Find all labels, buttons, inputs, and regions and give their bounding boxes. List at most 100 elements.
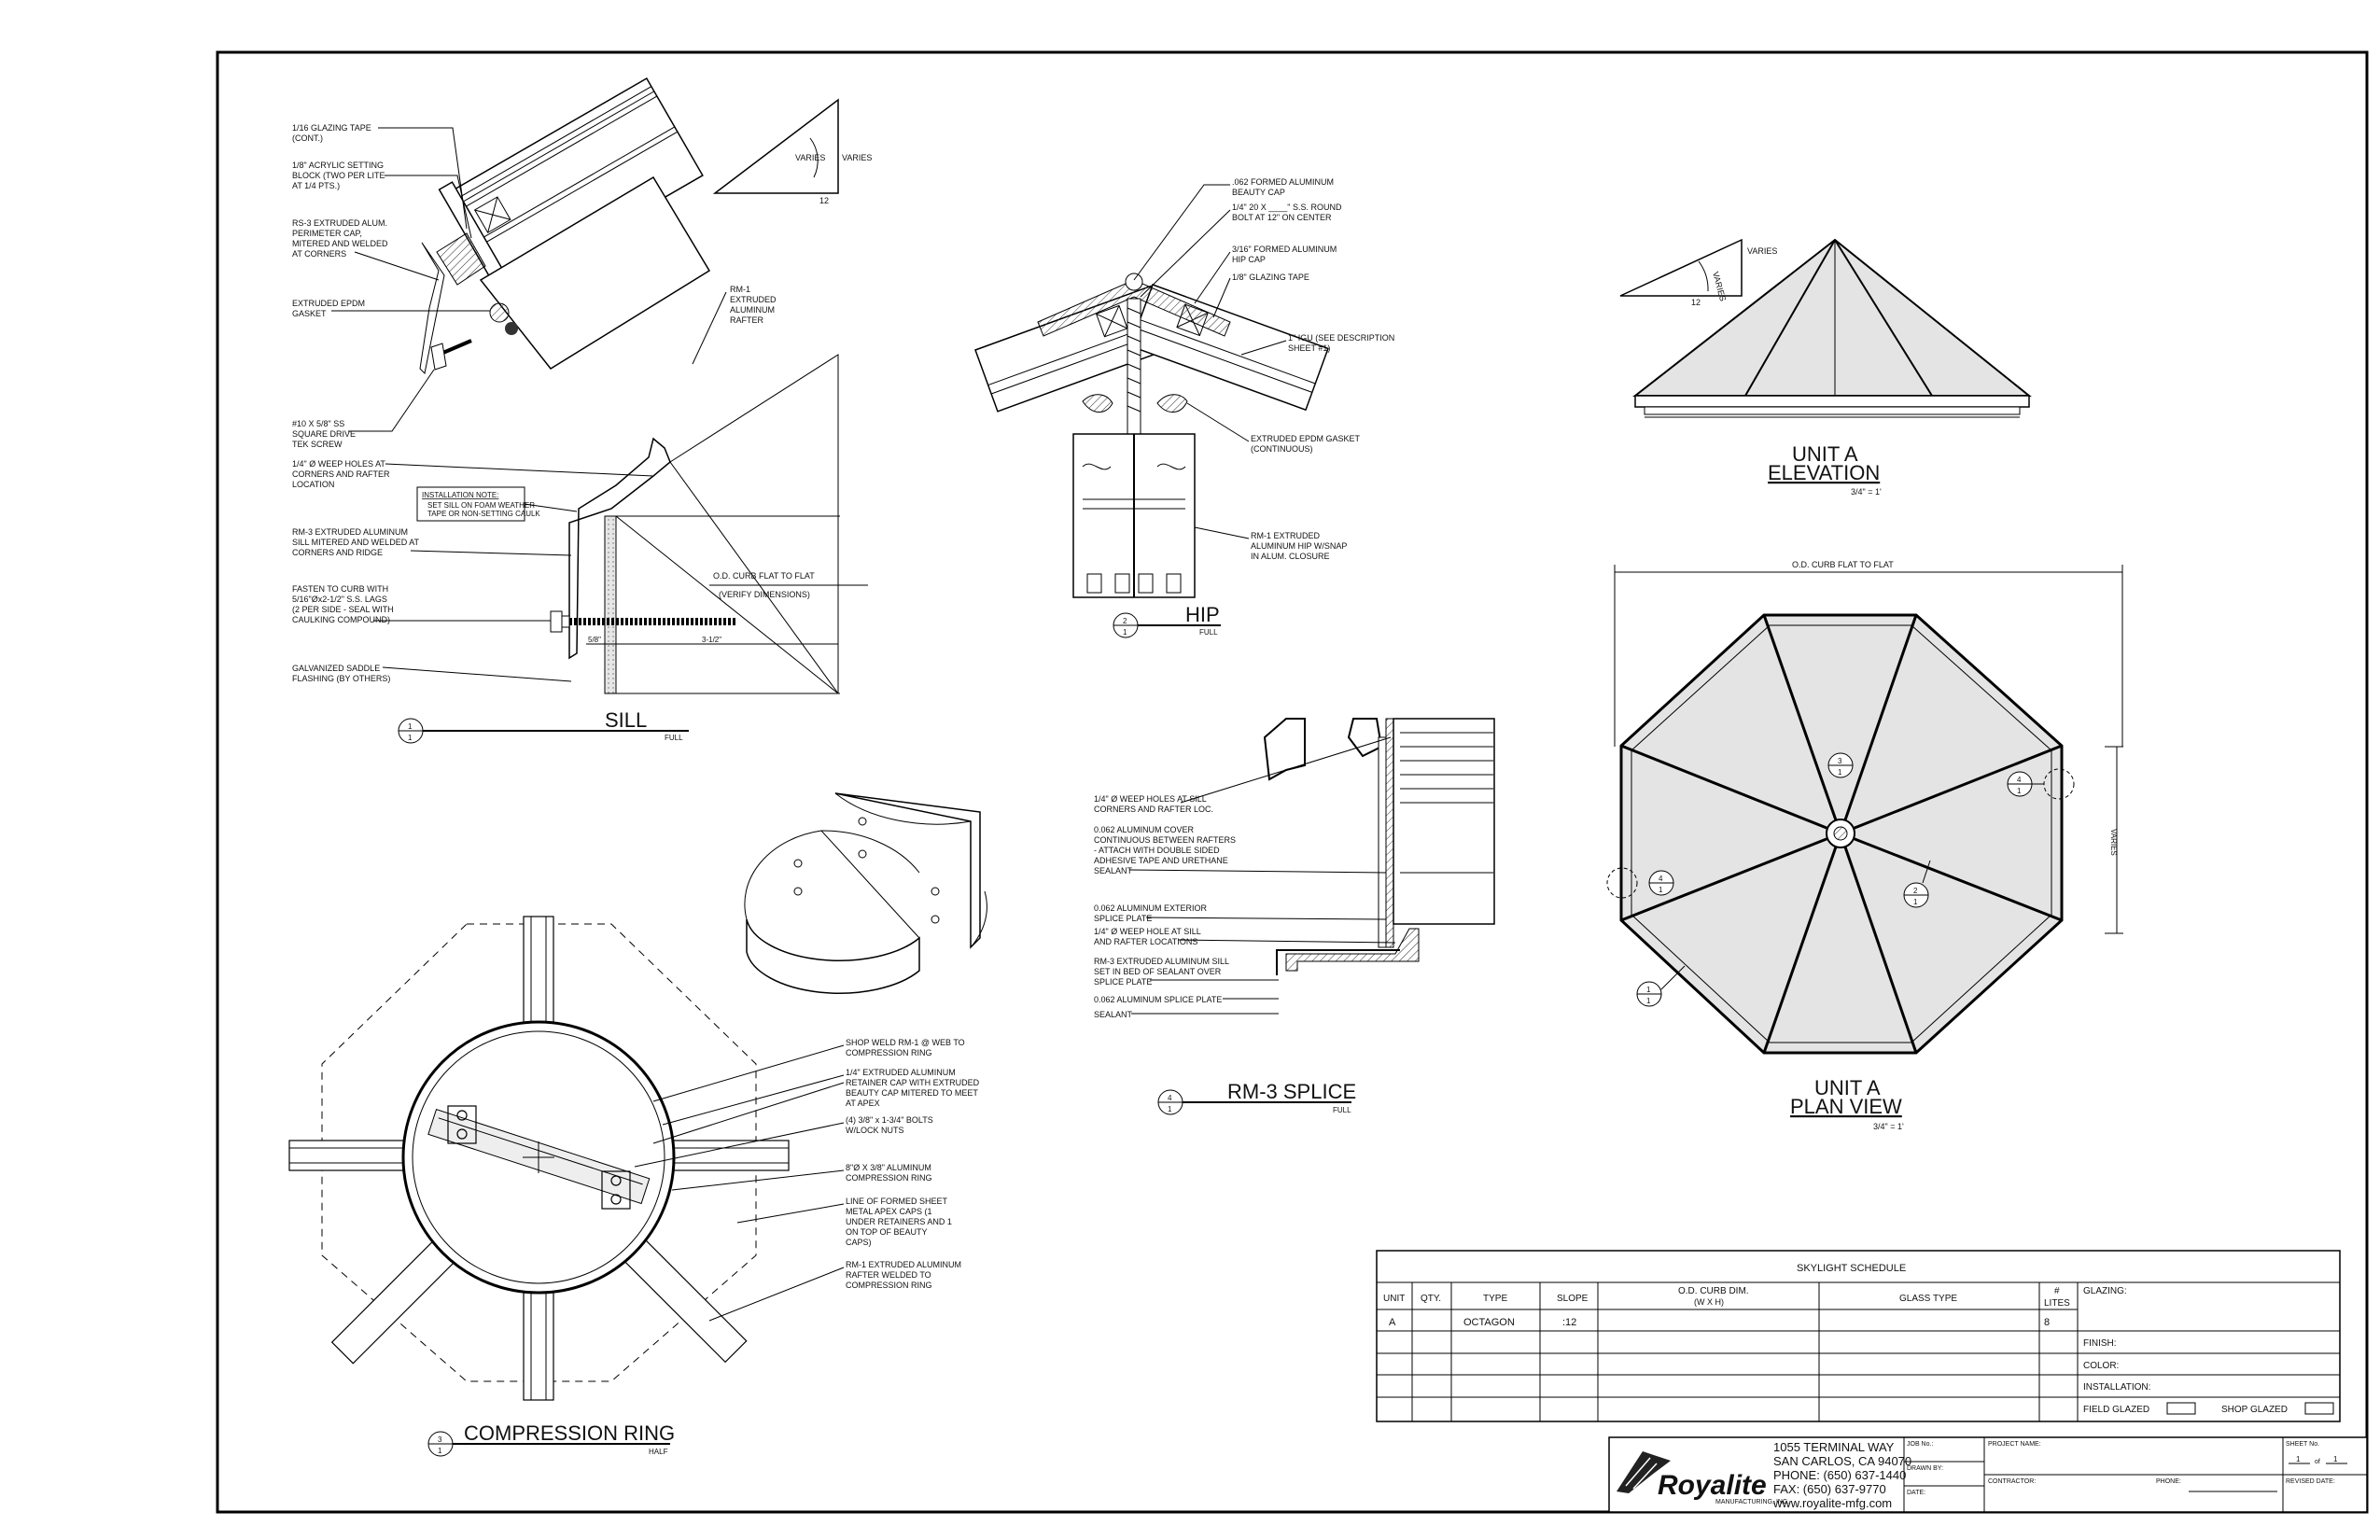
svg-text:RAFTER: RAFTER — [730, 315, 764, 325]
svg-text:COMPRESSION RING: COMPRESSION RING — [846, 1281, 932, 1290]
svg-text:1: 1 — [1659, 886, 1663, 894]
sched-h-curb: O.D. CURB DIM. — [1678, 1286, 1749, 1296]
hip-detail: .062 FORMED ALUMINUM BEAUTY CAP 1/4" 20 … — [974, 177, 1394, 638]
sched-row-unit: A — [1389, 1317, 1396, 1328]
plan-title2: PLAN VIEW — [1790, 1095, 1902, 1118]
ring-callout-labels: SHOP WELD RM-1 @ WEB TO COMPRESSION RING… — [634, 1038, 980, 1322]
svg-text:1: 1 — [1838, 768, 1842, 777]
svg-text:FULL: FULL — [1333, 1106, 1351, 1114]
phone-label: PHONE: — [2156, 1478, 2181, 1485]
elevation-view: VARIES VARIES 12 UNIT A ELEVATION 3/4" =… — [1619, 238, 2032, 497]
svg-text:#10 X 5/8" SS: #10 X 5/8" SS — [292, 419, 344, 428]
svg-text:1/4" Ø WEEP HOLES AT SILL: 1/4" Ø WEEP HOLES AT SILL — [1094, 794, 1207, 804]
svg-text:LOCATION: LOCATION — [292, 480, 334, 489]
svg-text:0.062 ALUMINUM SPLICE PLATE: 0.062 ALUMINUM SPLICE PLATE — [1094, 995, 1222, 1004]
svg-text:4: 4 — [1659, 875, 1663, 883]
sched-h-qty: QTY. — [1421, 1294, 1441, 1304]
sill-detail: VARIES VARIES 12 — [292, 77, 872, 744]
sill-slope-triangle: VARIES VARIES 12 — [712, 98, 872, 205]
plan-od-curb: O.D. CURB FLAT TO FLAT — [1792, 560, 1894, 569]
sched-h-type: TYPE — [1483, 1294, 1507, 1304]
svg-text:0.062 ALUMINUM EXTERIOR: 0.062 ALUMINUM EXTERIOR — [1094, 903, 1208, 913]
sill-dim-a: 5/8" — [588, 636, 601, 644]
svg-text:CORNERS AND RAFTER LOC.: CORNERS AND RAFTER LOC. — [1094, 805, 1213, 814]
hip-title: HIP — [1185, 603, 1220, 626]
svg-text:1/4" EXTRUDED ALUMINUM: 1/4" EXTRUDED ALUMINUM — [846, 1068, 956, 1077]
ring-halves-iso — [744, 792, 987, 994]
sill-dim-b: 3-1/2" — [702, 636, 721, 644]
sill-rafter — [479, 175, 711, 370]
sill-curb — [604, 515, 617, 694]
svg-text:FLASHING (BY OTHERS): FLASHING (BY OTHERS) — [292, 674, 390, 683]
svg-text:RM-1: RM-1 — [730, 285, 750, 294]
splice-title: RM-3 SPLICE — [1227, 1080, 1356, 1103]
address-website[interactable]: www.royalite-mfg.com — [1772, 1496, 1892, 1510]
svg-text:1/8" GLAZING TAPE: 1/8" GLAZING TAPE — [1232, 273, 1309, 282]
sill-perimeter-cap — [436, 232, 486, 286]
contractor-label: CONTRACTOR: — [1988, 1478, 2036, 1485]
svg-text:1/8" ACRYLIC SETTING: 1/8" ACRYLIC SETTING — [292, 161, 384, 170]
svg-text:1" IGU (SEE DESCRIPTION: 1" IGU (SEE DESCRIPTION — [1288, 333, 1394, 343]
svg-text:0.062 ALUMINUM COVER: 0.062 ALUMINUM COVER — [1094, 825, 1195, 834]
splice-curb — [1393, 718, 1495, 925]
svg-text:1/16 GLAZING TAPE: 1/16 GLAZING TAPE — [292, 123, 371, 133]
sched-h-num: # — [2054, 1286, 2060, 1296]
hip-rm1-extrusion — [1072, 433, 1196, 598]
plan-view: O.D. CURB FLAT TO FLAT VARIES 3 1 — [1606, 560, 2123, 1131]
svg-text:1: 1 — [1123, 628, 1127, 637]
svg-text:LINE OF FORMED SHEET: LINE OF FORMED SHEET — [846, 1197, 948, 1206]
svg-text:HIP CAP: HIP CAP — [1232, 255, 1266, 264]
sched-finish: FINISH: — [2083, 1338, 2117, 1349]
splice-detail: 1/4" Ø WEEP HOLES AT SILL CORNERS AND RA… — [1094, 718, 1495, 1115]
elevation-roof — [1632, 238, 2032, 397]
ring-title: COMPRESSION RING — [464, 1421, 675, 1445]
svg-text:ON TOP OF BEAUTY: ON TOP OF BEAUTY — [846, 1227, 928, 1237]
svg-text:1/4" 20 X ____" S.S. ROUND: 1/4" 20 X ____" S.S. ROUND — [1232, 203, 1342, 212]
royalite-logo: Royalite MANUFACTURING, INC. — [1617, 1451, 1789, 1505]
svg-text:CONTINUOUS BETWEEN RAFTERS: CONTINUOUS BETWEEN RAFTERS — [1094, 835, 1236, 845]
svg-text:COMPRESSION RING: COMPRESSION RING — [846, 1048, 932, 1057]
elevation-title2: ELEVATION — [1768, 461, 1880, 484]
sill-slope-varies-b: VARIES — [842, 153, 872, 162]
svg-text:IN ALUM. CLOSURE: IN ALUM. CLOSURE — [1251, 552, 1330, 561]
splice-title-block: 4 1 RM-3 SPLICE FULL — [1157, 1080, 1356, 1115]
sheet-total: 1 — [2333, 1455, 2338, 1463]
svg-text:RM-3 EXTRUDED ALUMINUM: RM-3 EXTRUDED ALUMINUM — [292, 527, 408, 537]
svg-text:SHOP WELD RM-1 @ WEB TO: SHOP WELD RM-1 @ WEB TO — [846, 1038, 965, 1047]
brand-sub: MANUFACTURING, INC. — [1715, 1499, 1789, 1505]
svg-text:CORNERS AND RAFTER: CORNERS AND RAFTER — [292, 469, 390, 479]
address-line-1: 1055 TERMINAL WAY — [1773, 1440, 1895, 1454]
sched-row-lites: 8 — [2044, 1317, 2050, 1328]
svg-text:SET IN BED OF SEALANT OVER: SET IN BED OF SEALANT OVER — [1094, 967, 1222, 976]
svg-text:GALVANIZED SADDLE: GALVANIZED SADDLE — [292, 664, 380, 673]
sched-h-wxh: (W X H) — [1694, 1297, 1724, 1307]
field-glazed-checkbox[interactable] — [2166, 1402, 2196, 1415]
svg-text:RM-1 EXTRUDED: RM-1 EXTRUDED — [1251, 531, 1321, 540]
svg-text:1: 1 — [2017, 787, 2022, 795]
svg-text:COMPRESSION RING: COMPRESSION RING — [846, 1173, 932, 1183]
plan-callout-4-right: 4 1 — [2007, 771, 2044, 797]
svg-text:3: 3 — [438, 1435, 442, 1444]
svg-text:1/4" Ø WEEP HOLE AT SILL: 1/4" Ø WEEP HOLE AT SILL — [1094, 927, 1201, 936]
svg-text:BEAUTY CAP: BEAUTY CAP — [1232, 188, 1285, 197]
sched-installation: INSTALLATION: — [2083, 1382, 2150, 1393]
svg-text:SEALANT: SEALANT — [1094, 866, 1133, 875]
svg-text:(4) 3/8" x 1-3/4" BOLTS: (4) 3/8" x 1-3/4" BOLTS — [846, 1115, 933, 1125]
plan-scale: 3/4" = 1' — [1873, 1122, 1904, 1131]
svg-text:1: 1 — [1646, 997, 1651, 1005]
address-line-2: SAN CARLOS, CA 94070 — [1773, 1454, 1911, 1468]
sched-row-type: OCTAGON — [1463, 1317, 1515, 1328]
elevation-scale: 3/4" = 1' — [1851, 487, 1882, 497]
shop-glazed-checkbox[interactable] — [2304, 1402, 2334, 1415]
plan-callout-3: 3 1 — [1827, 752, 1854, 778]
elev-slope-varies-a: VARIES — [1711, 271, 1728, 302]
svg-text:SQUARE DRIVE: SQUARE DRIVE — [292, 429, 356, 439]
compression-ring-detail: SHOP WELD RM-1 @ WEB TO COMPRESSION RING… — [288, 916, 980, 1457]
hip-title-block: 2 1 HIP FULL — [1113, 603, 1221, 638]
svg-text:RM-3 EXTRUDED ALUMINUM SILL: RM-3 EXTRUDED ALUMINUM SILL — [1094, 957, 1229, 966]
address-fax: FAX: (650) 637-9770 — [1773, 1482, 1886, 1496]
svg-text:5/16"Øx2-1/2" S.S. LAGS: 5/16"Øx2-1/2" S.S. LAGS — [292, 595, 387, 604]
svg-text:RAFTER WELDED TO: RAFTER WELDED TO — [846, 1270, 931, 1280]
sill-verify-label: (VERIFY DIMENSIONS) — [719, 590, 810, 599]
